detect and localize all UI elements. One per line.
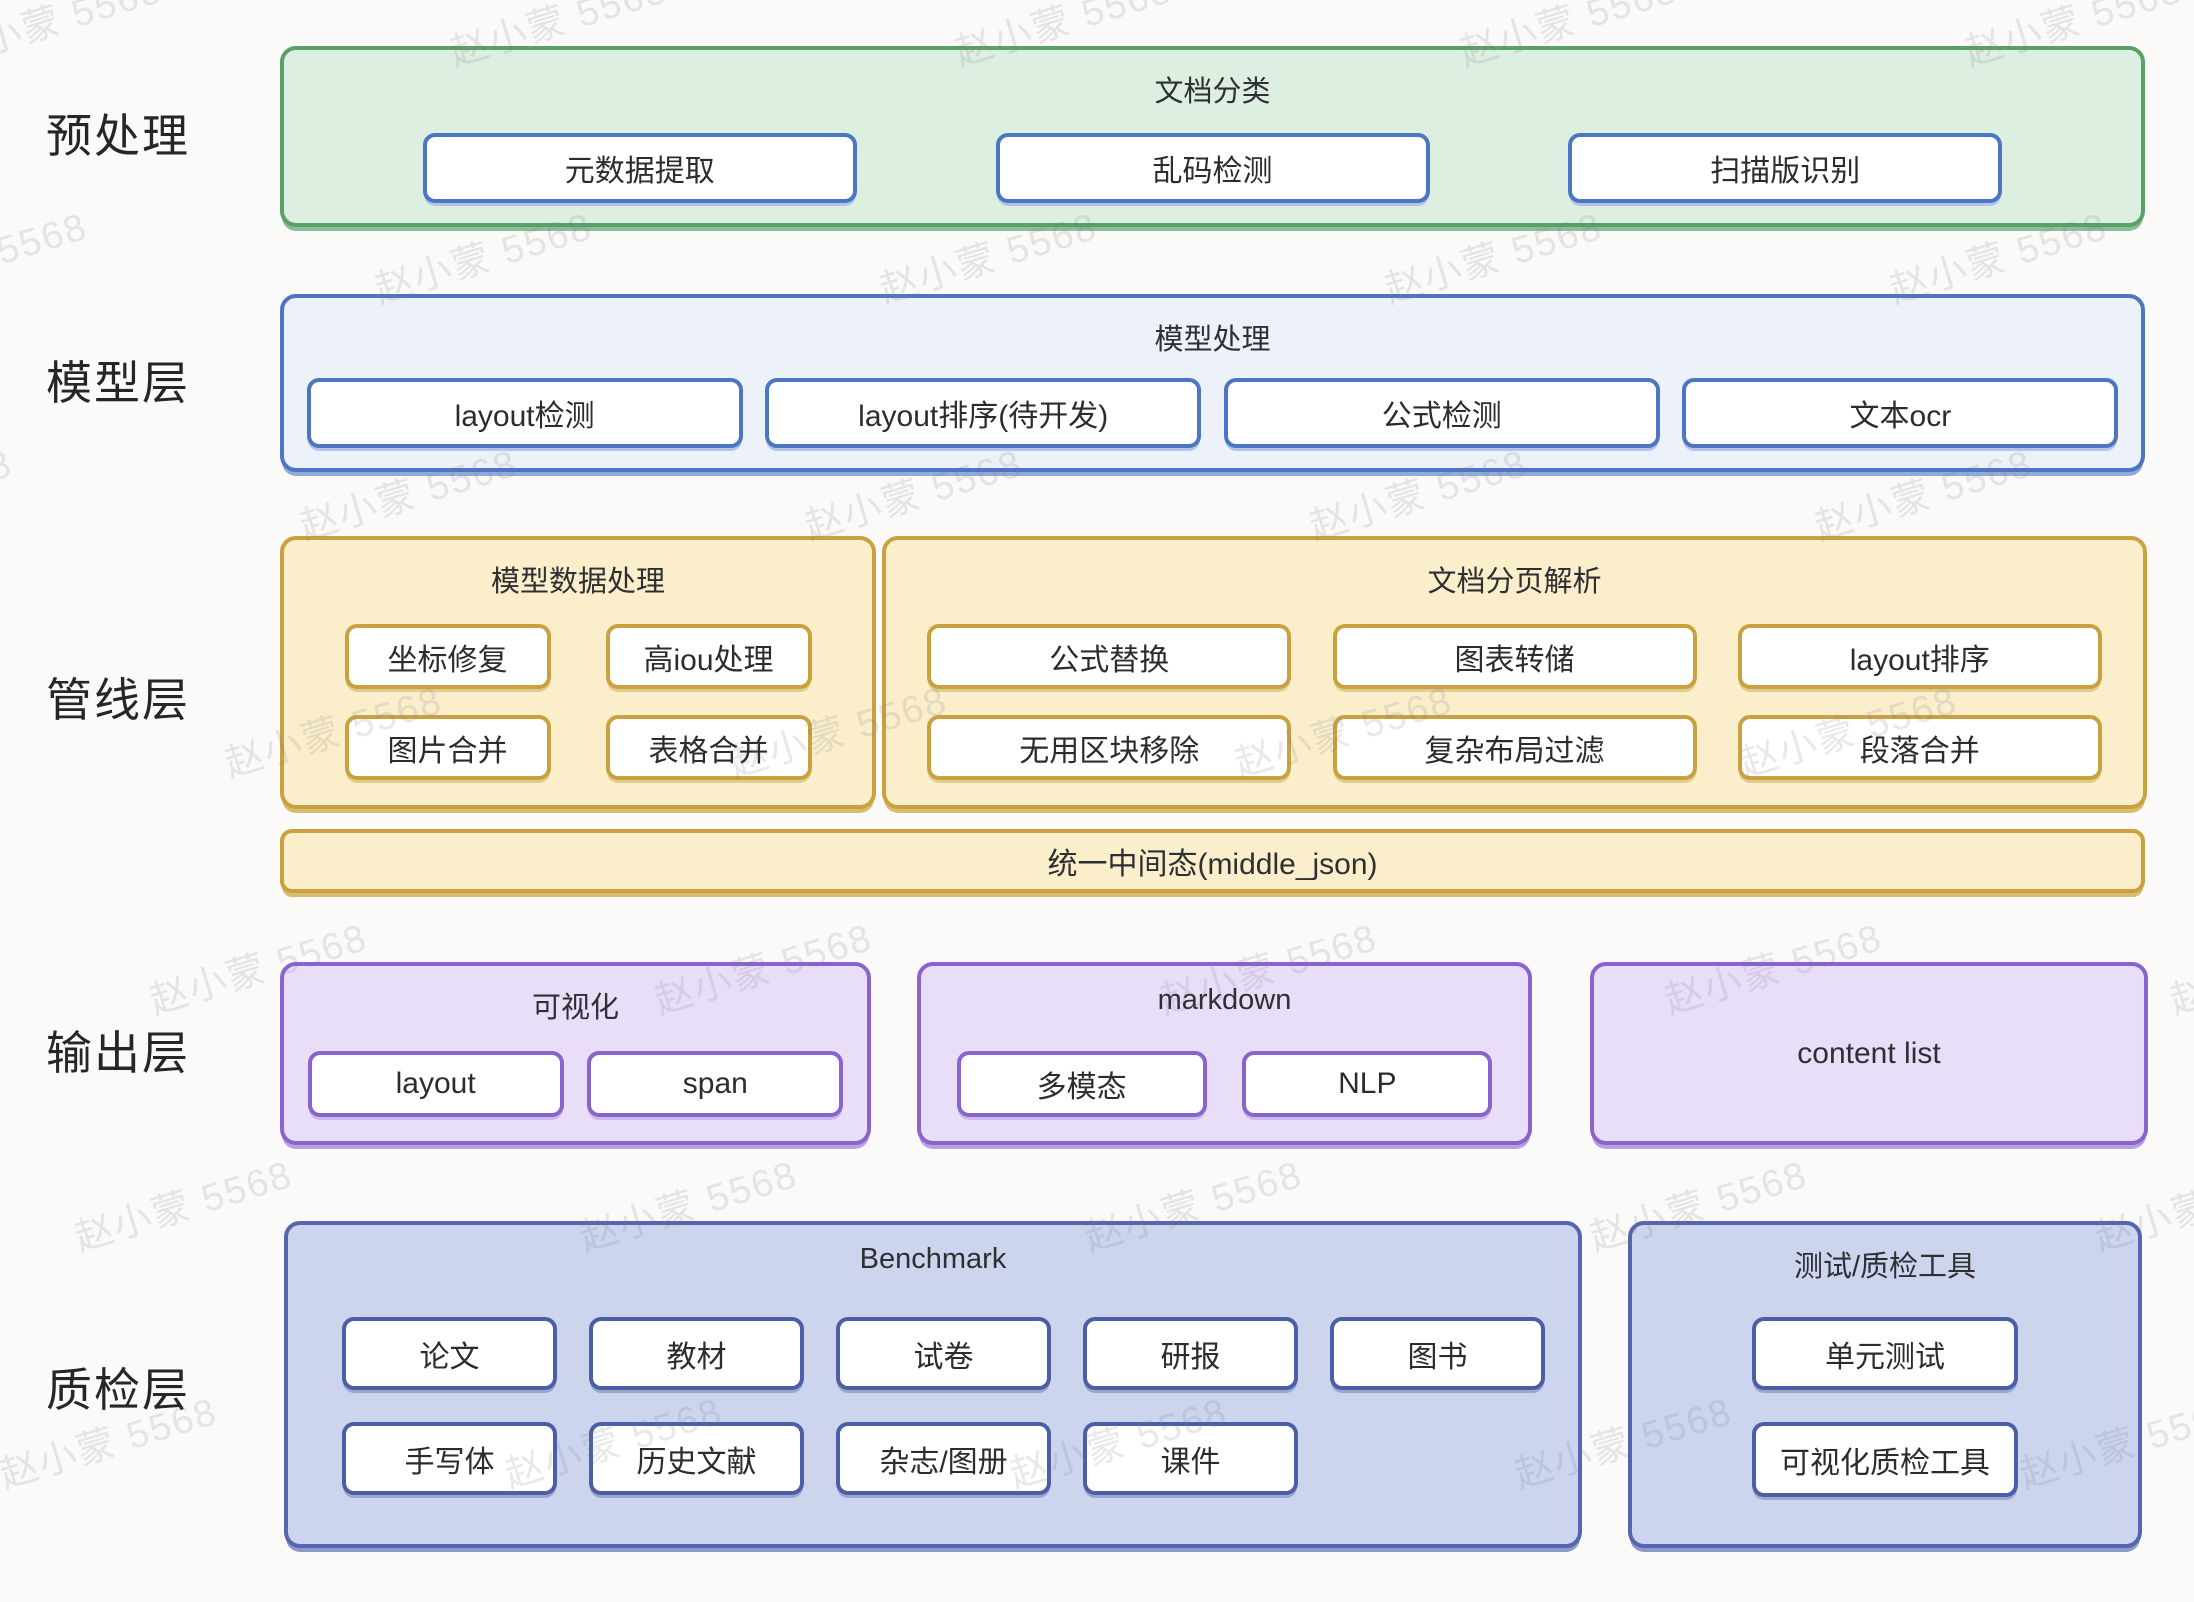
qc-tools-row-1: 单元测试 <box>1632 1317 2138 1390</box>
node-reports: 研报 <box>1083 1317 1298 1390</box>
model-button-row: layout检测 layout排序(待开发) 公式检测 文本ocr <box>284 378 2141 448</box>
node-layout-detect: layout检测 <box>306 378 743 448</box>
node-useless-block-remove: 无用区块移除 <box>927 715 1292 780</box>
node-nlp: NLP <box>1242 1051 1493 1117</box>
benchmark-row-2: 手写体 历史文献 杂志/图册 课件 <box>342 1422 1298 1495</box>
preprocess-button-row: 元数据提取 乱码检测 扫描版识别 <box>284 133 2141 203</box>
node-metadata-extract: 元数据提取 <box>422 133 857 203</box>
node-handwriting: 手写体 <box>342 1422 557 1495</box>
middle-json-bar: 统一中间态(middle_json) <box>280 829 2145 893</box>
node-layout-sort-wip: layout排序(待开发) <box>765 378 1202 448</box>
middle-json-label: 统一中间态(middle_json) <box>1047 848 1378 881</box>
node-courseware: 课件 <box>1083 1422 1298 1495</box>
benchmark-title: Benchmark <box>859 1243 1007 1275</box>
node-garbled-detect: 乱码检测 <box>995 133 1430 203</box>
page-parse-title: 文档分页解析 <box>1427 566 1602 598</box>
node-formula-replace: 公式替换 <box>927 624 1292 689</box>
page-parse-row-2: 无用区块移除 复杂布局过滤 段落合并 <box>886 715 2143 780</box>
node-table-merge: 表格合并 <box>605 715 812 780</box>
preprocess-group-box: 文档分类 元数据提取 乱码检测 扫描版识别 <box>280 46 2145 227</box>
side-label-preprocess: 预处理 <box>46 110 190 162</box>
node-paragraph-merge: 段落合并 <box>1737 715 2102 780</box>
visualization-row: layout span <box>284 1051 867 1117</box>
qc-tools-box: 测试/质检工具 单元测试 可视化质检工具 <box>1628 1221 2142 1548</box>
visualization-box: 可视化 layout span <box>280 962 871 1145</box>
model-data-row-1: 坐标修复 高iou处理 <box>284 624 872 689</box>
markdown-title: markdown <box>1157 984 1292 1016</box>
benchmark-box: Benchmark 论文 教材 试卷 研报 图书 手写体 历史文献 杂志/图册 … <box>284 1221 1582 1548</box>
node-unit-test: 单元测试 <box>1752 1317 2018 1390</box>
node-text-ocr: 文本ocr <box>1682 378 2119 448</box>
node-scan-recognize: 扫描版识别 <box>1568 133 2003 203</box>
content-list-label: content list <box>1797 1036 1941 1070</box>
model-data-process-title: 模型数据处理 <box>490 566 665 598</box>
node-textbooks: 教材 <box>589 1317 804 1390</box>
model-data-row-2: 图片合并 表格合并 <box>284 715 872 780</box>
benchmark-row-1: 论文 教材 试卷 研报 图书 <box>342 1317 1545 1390</box>
node-layout-sort: layout排序 <box>1737 624 2102 689</box>
page-parse-row-1: 公式替换 图表转储 layout排序 <box>886 624 2143 689</box>
preprocess-group-title: 文档分类 <box>1154 76 1271 108</box>
node-historical-doc: 历史文献 <box>589 1422 804 1495</box>
model-data-process-box: 模型数据处理 坐标修复 高iou处理 图片合并 表格合并 <box>280 536 876 809</box>
qc-tools-title: 测试/质检工具 <box>1793 1251 1977 1283</box>
markdown-row: 多模态 NLP <box>921 1051 1528 1117</box>
visualization-title: 可视化 <box>531 992 619 1024</box>
node-multimodal: 多模态 <box>956 1051 1207 1117</box>
node-span-output: span <box>587 1051 844 1117</box>
node-exams: 试卷 <box>836 1317 1051 1390</box>
node-layout-output: layout <box>307 1051 564 1117</box>
model-group-box: 模型处理 layout检测 layout排序(待开发) 公式检测 文本ocr <box>280 294 2145 472</box>
content-list-box: content list <box>1590 962 2148 1145</box>
side-label-pipeline: 管线层 <box>46 674 190 726</box>
markdown-box: markdown 多模态 NLP <box>917 962 1532 1145</box>
node-books: 图书 <box>1330 1317 1545 1390</box>
side-label-qc: 质检层 <box>46 1364 190 1416</box>
node-high-iou: 高iou处理 <box>605 624 812 689</box>
qc-tools-row-2: 可视化质检工具 <box>1632 1422 2138 1497</box>
node-image-merge: 图片合并 <box>344 715 551 780</box>
node-complex-layout-filter: 复杂布局过滤 <box>1332 715 1697 780</box>
node-papers: 论文 <box>342 1317 557 1390</box>
node-visual-qc-tool: 可视化质检工具 <box>1752 1422 2018 1497</box>
page-parse-box: 文档分页解析 公式替换 图表转储 layout排序 无用区块移除 复杂布局过滤 … <box>882 536 2147 809</box>
node-magazine-album: 杂志/图册 <box>836 1422 1051 1495</box>
model-group-title: 模型处理 <box>1154 324 1271 356</box>
node-formula-detect: 公式检测 <box>1223 378 1660 448</box>
node-coord-fix: 坐标修复 <box>344 624 551 689</box>
side-label-model: 模型层 <box>46 357 190 409</box>
side-label-output: 输出层 <box>46 1027 190 1079</box>
node-chart-dump: 图表转储 <box>1332 624 1697 689</box>
